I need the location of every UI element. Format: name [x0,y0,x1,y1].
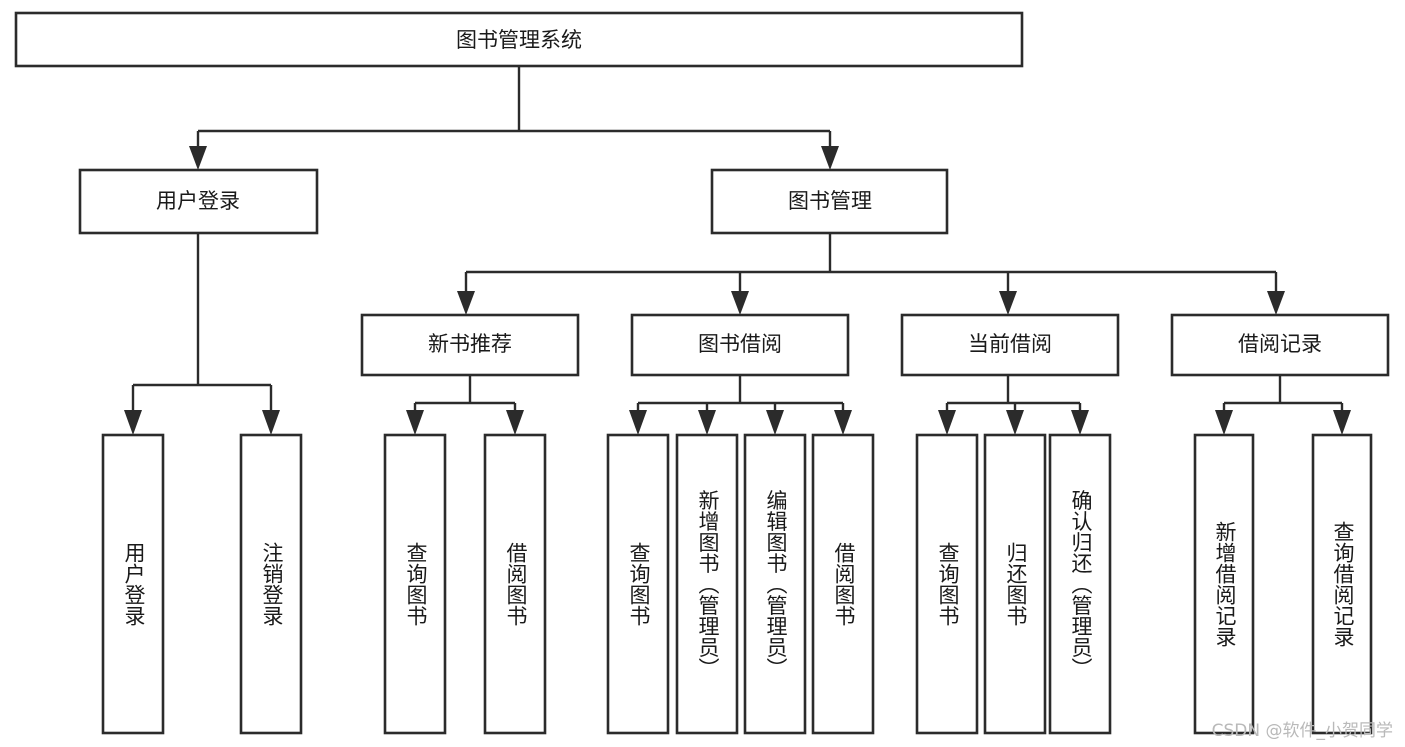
node-current-borrow-box[interactable] [900,313,1120,377]
node-leaf-confirm-return[interactable]: 确认归还（管理员） [1048,433,1112,735]
node-leaf-borrow-book-box[interactable] [811,433,875,735]
node-root[interactable]: 图书管理系统 [14,11,1024,68]
node-leaf-query-book-cur[interactable]: 查询图书 [915,433,979,735]
node-leaf-logout[interactable]: 注销登录 [239,433,303,735]
node-leaf-add-book-box[interactable] [675,433,739,735]
node-leaf-user-login-label: 用户登录 [122,542,146,626]
node-leaf-borrow-book-label: 借阅图书 [832,542,856,626]
node-leaf-query-book-borrow[interactable]: 查询图书 [606,433,670,735]
node-book-manage[interactable]: 图书管理 [710,168,949,235]
node-leaf-query-book-borrow-label: 查询图书 [627,542,651,626]
arrowhead-leaf-confirm-return [1071,410,1089,435]
arrowhead-leaf-query-book-cur [938,410,956,435]
node-leaf-borrow-book-rec-box[interactable] [483,433,547,735]
node-root-label: 图书管理系统 [456,28,582,52]
node-leaf-query-book-borrow-box[interactable] [606,433,670,735]
node-user-login-box[interactable] [78,168,319,235]
arrowhead-leaf-query-book-rec [406,410,424,435]
arrowhead-leaf-logout [262,410,280,435]
node-leaf-return-book-box[interactable] [983,433,1047,735]
node-leaf-query-book-cur-label: 查询图书 [936,542,960,626]
node-user-login[interactable]: 用户登录 [78,168,319,235]
arrowhead-leaf-add-book [698,410,716,435]
node-current-borrow[interactable]: 当前借阅 [900,313,1120,377]
node-leaf-confirm-return-label: 确认归还（管理员） [1069,490,1093,679]
connector-layer [124,66,1351,435]
node-leaf-borrow-book-rec-label: 借阅图书 [504,542,528,626]
arrowhead-leaf-query-record [1333,410,1351,435]
node-leaf-query-book-rec-box[interactable] [383,433,447,735]
node-leaf-return-book[interactable]: 归还图书 [983,433,1047,735]
node-leaf-query-book-rec-label: 查询图书 [404,542,428,626]
node-new-book-recommend-label: 新书推荐 [428,332,512,356]
arrowhead-book-manage [821,146,839,170]
node-leaf-add-book[interactable]: 新增图书（管理员） [675,433,739,735]
arrowhead-new-book-recommend [457,291,475,315]
node-leaf-logout-box[interactable] [239,433,303,735]
arrowhead-leaf-query-book-borrow [629,410,647,435]
node-leaf-query-book-cur-box[interactable] [915,433,979,735]
arrowhead-book-borrow [731,291,749,315]
node-borrow-record-box[interactable] [1170,313,1390,377]
arrowhead-leaf-user-login [124,410,142,435]
node-root-box[interactable] [14,11,1024,68]
node-leaf-edit-book[interactable]: 编辑图书（管理员） [743,433,807,735]
arrowhead-leaf-edit-book [766,410,784,435]
node-leaf-query-record-label: 查询借阅记录 [1331,521,1355,647]
arrowhead-current-borrow [999,291,1017,315]
node-leaf-logout-label: 注销登录 [260,542,284,626]
node-leaf-user-login[interactable]: 用户登录 [101,433,165,735]
node-borrow-record-label: 借阅记录 [1238,332,1322,356]
node-current-borrow-label: 当前借阅 [968,332,1052,356]
node-leaf-borrow-book-rec[interactable]: 借阅图书 [483,433,547,735]
node-book-borrow-label: 图书借阅 [698,332,782,356]
node-book-manage-label: 图书管理 [788,189,872,213]
node-book-borrow-box[interactable] [630,313,850,377]
node-leaf-edit-book-label: 编辑图书（管理员） [764,490,788,679]
node-leaf-add-record-label: 新增借阅记录 [1213,521,1237,647]
node-leaf-edit-book-box[interactable] [743,433,807,735]
node-borrow-record[interactable]: 借阅记录 [1170,313,1390,377]
arrowhead-borrow-record [1267,291,1285,315]
node-leaf-query-book-rec[interactable]: 查询图书 [383,433,447,735]
node-new-book-recommend-box[interactable] [360,313,580,377]
node-book-manage-box[interactable] [710,168,949,235]
arrowhead-user-login [189,146,207,170]
node-leaf-add-book-label: 新增图书（管理员） [696,490,720,679]
node-leaf-return-book-label: 归还图书 [1004,542,1028,626]
arrowhead-leaf-return-book [1006,410,1024,435]
node-book-borrow[interactable]: 图书借阅 [630,313,850,377]
node-leaf-query-record[interactable]: 查询借阅记录 [1311,433,1373,735]
node-leaf-confirm-return-box[interactable] [1048,433,1112,735]
node-user-login-label: 用户登录 [156,189,240,213]
arrowhead-leaf-borrow-book [834,410,852,435]
node-leaf-query-record-box[interactable] [1311,433,1373,735]
watermark-text: CSDN @软件_小贺同学 [1211,721,1393,741]
node-leaf-add-record-box[interactable] [1193,433,1255,735]
node-leaf-borrow-book[interactable]: 借阅图书 [811,433,875,735]
arrowhead-leaf-borrow-book-rec [506,410,524,435]
node-new-book-recommend[interactable]: 新书推荐 [360,313,580,377]
node-leaf-add-record[interactable]: 新增借阅记录 [1193,433,1255,735]
arrowhead-leaf-add-record [1215,410,1233,435]
node-leaf-user-login-box[interactable] [101,433,165,735]
